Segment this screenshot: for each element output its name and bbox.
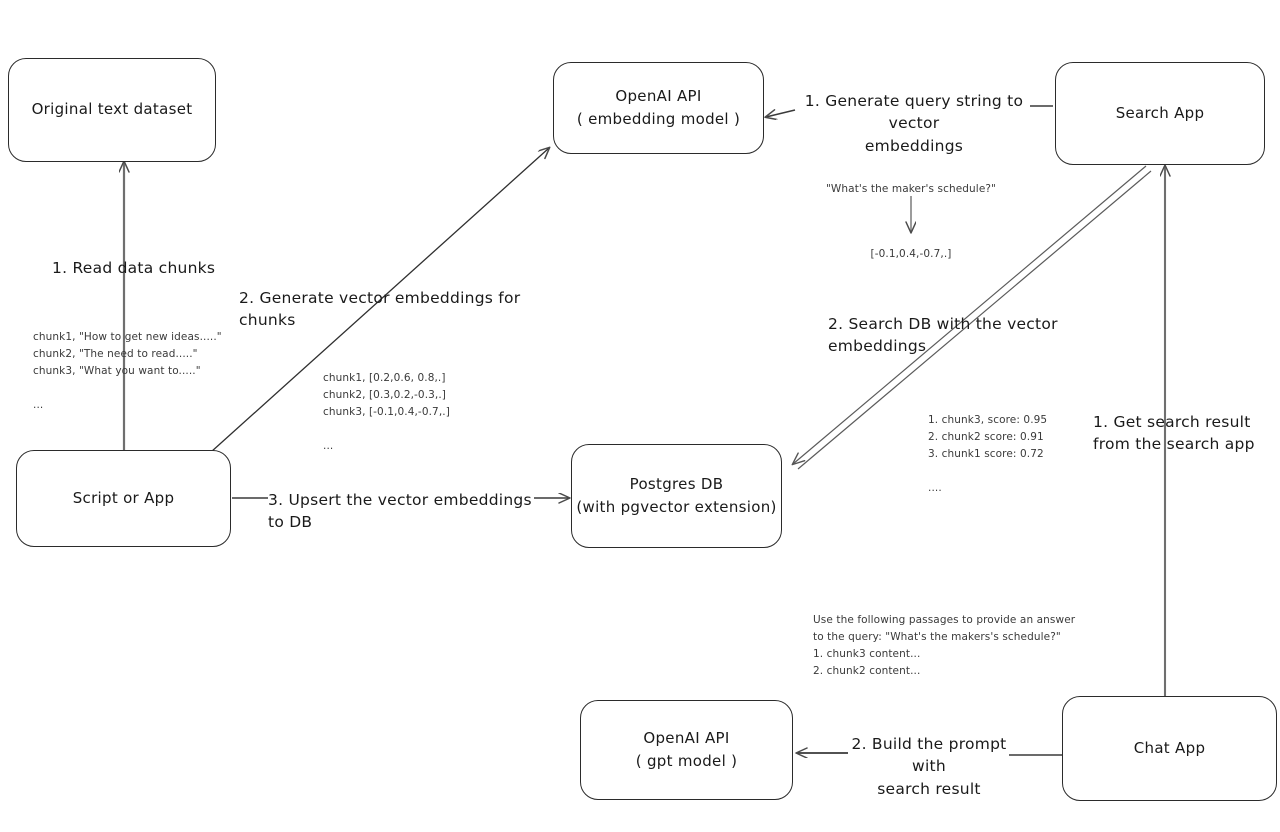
node-label-line1: OpenAI API bbox=[643, 728, 730, 747]
node-postgres-db[interactable]: Postgres DB (with pgvector extension) bbox=[571, 444, 782, 548]
note-query-string: "What's the maker's schedule?" bbox=[826, 183, 996, 195]
edge-label-search-db: 2. Search DB with the vector embeddings bbox=[828, 315, 1058, 356]
node-label-line1: OpenAI API bbox=[615, 86, 702, 105]
edge-label-generate-query-embeddings: 1. Generate query string to vector embed… bbox=[804, 92, 1024, 155]
node-label-line1: Chat App bbox=[1133, 738, 1206, 757]
edge-label-build-prompt: 2. Build the prompt with search result bbox=[851, 735, 1007, 798]
node-script-or-app[interactable]: Script or App bbox=[16, 450, 231, 547]
node-openai-api-gpt[interactable]: OpenAI API ( gpt model ) bbox=[580, 700, 793, 800]
edge-label-get-search-result: 1. Get search result from the search app bbox=[1093, 413, 1255, 454]
node-label-line1: Postgres DB bbox=[629, 474, 724, 493]
node-chat-app[interactable]: Chat App bbox=[1062, 696, 1277, 801]
node-label-line1: Script or App bbox=[72, 488, 175, 507]
node-search-app[interactable]: Search App bbox=[1055, 62, 1265, 165]
node-label-line2: ( embedding model ) bbox=[576, 110, 741, 128]
edge-label-read-data-chunks: 1. Read data chunks bbox=[52, 259, 216, 277]
note-query-embedding: [-0.1,0.4,-0.7,.] bbox=[870, 248, 952, 260]
node-label-line1: Original text dataset bbox=[31, 100, 193, 119]
edge-label-generate-vector-embeddings: 2. Generate vector embeddings for chunks bbox=[239, 289, 521, 330]
node-label-line2: (with pgvector extension) bbox=[576, 498, 777, 516]
note-source-chunks: chunk1, "How to get new ideas....." chun… bbox=[33, 331, 222, 411]
note-chunk-embeddings: chunk1, [0.2,0.6, 0.8,.] chunk2, [0.3,0.… bbox=[323, 372, 450, 452]
edge-label-upsert-to-db: 3. Upsert the vector embeddings to DB bbox=[268, 491, 532, 532]
node-openai-api-embedding[interactable]: OpenAI API ( embedding model ) bbox=[553, 62, 764, 154]
note-search-results: 1. chunk3, score: 0.95 2. chunk2 score: … bbox=[928, 414, 1048, 494]
node-label-line2: ( gpt model ) bbox=[635, 752, 738, 770]
note-prompt-text: Use the following passages to provide an… bbox=[813, 614, 1076, 677]
node-original-text-dataset[interactable]: Original text dataset bbox=[8, 58, 216, 162]
node-label-line1: Search App bbox=[1115, 103, 1205, 122]
